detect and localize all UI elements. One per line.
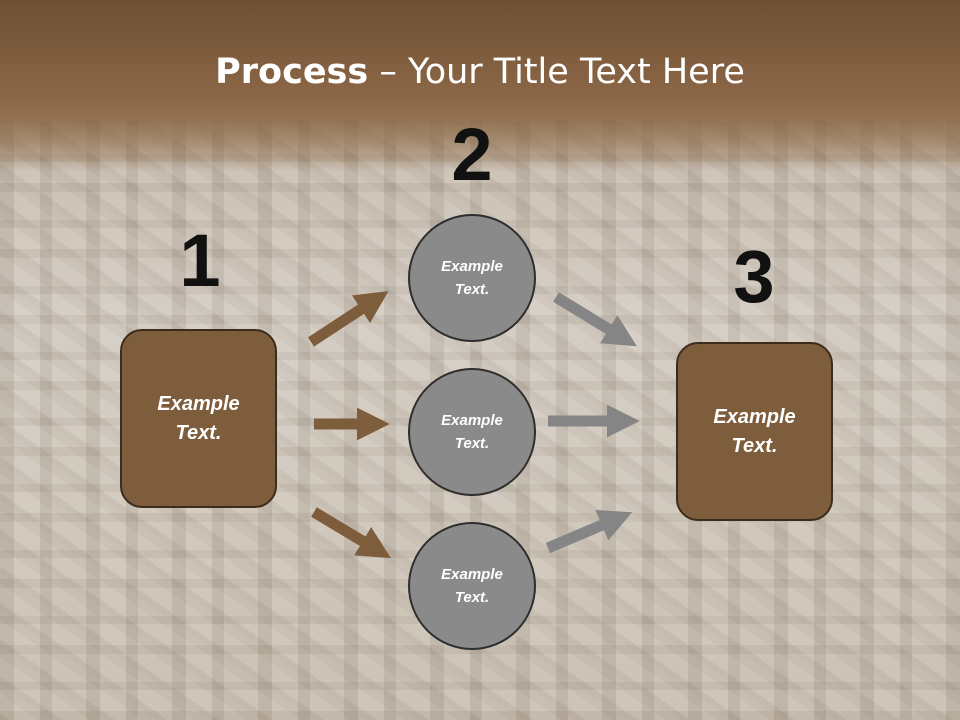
circle-top-line2: Text. xyxy=(454,281,490,298)
right-box-line1: Example xyxy=(713,405,796,428)
step-number-3: 3 xyxy=(733,235,775,318)
circle-bottom-line1: Example xyxy=(441,566,503,583)
arrow-bottom-to-right xyxy=(545,509,633,554)
circle-middle-line2: Text. xyxy=(454,435,490,452)
title-rest: – Your Title Text Here xyxy=(368,52,745,92)
arrow-top-to-right xyxy=(553,292,637,347)
step-number-2: 2 xyxy=(451,113,493,196)
slide-title[interactable]: Process – Your Title Text Here xyxy=(0,52,960,92)
title-bold: Process xyxy=(215,52,369,92)
step-number-1: 1 xyxy=(179,219,221,302)
circle-top[interactable]: Example Text. xyxy=(408,214,536,342)
arrow-left-to-top xyxy=(307,291,389,347)
arrow-left-to-bottom xyxy=(311,507,391,559)
left-process-box[interactable]: Example Text. xyxy=(120,329,277,508)
circle-bottom[interactable]: Example Text. xyxy=(408,522,536,650)
circle-middle[interactable]: Example Text. xyxy=(408,368,536,496)
left-box-line2: Text. xyxy=(175,421,222,444)
circle-top-line1: Example xyxy=(441,258,503,275)
title-band xyxy=(0,0,960,170)
circle-middle-line1: Example xyxy=(441,412,503,429)
circle-bottom-line2: Text. xyxy=(454,589,490,606)
right-process-box[interactable]: Example Text. xyxy=(676,342,833,521)
left-box-line1: Example xyxy=(157,392,240,415)
right-box-line2: Text. xyxy=(731,434,778,457)
